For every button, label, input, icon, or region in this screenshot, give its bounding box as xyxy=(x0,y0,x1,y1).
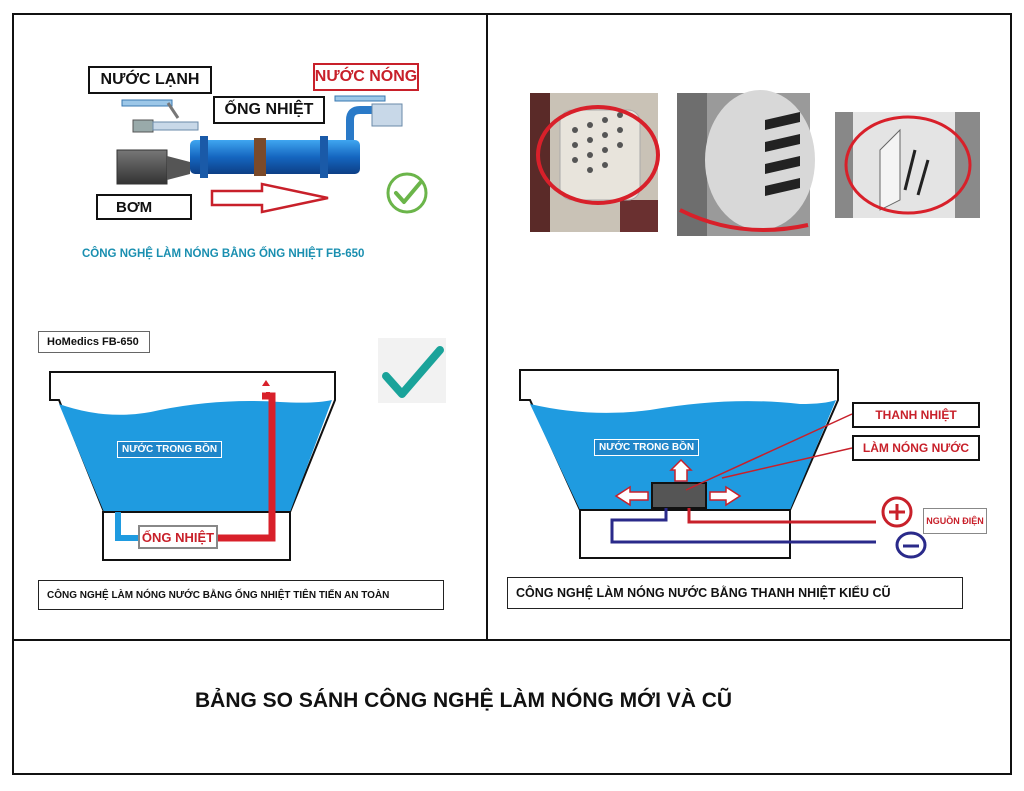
photo-perforated-element xyxy=(530,93,660,232)
cold-water-label: NƯỚC LẠNH xyxy=(88,66,212,94)
heat-pipe-tub-label: ỐNG NHIỆT xyxy=(138,525,218,549)
check-circle-icon xyxy=(386,172,428,214)
heating-bar-label: THANH NHIỆT xyxy=(852,402,980,428)
old-tech-caption: CÔNG NGHỆ LÀM NÓNG NƯỚC BẰNG THANH NHIỆT… xyxy=(507,577,963,609)
photo-slotted-element xyxy=(677,90,815,236)
check-mark-icon xyxy=(378,338,446,403)
pump-label: BƠM xyxy=(96,194,192,220)
heat-pipe-tech-caption: CÔNG NGHỆ LÀM NÓNG BẰNG ỐNG NHIỆT FB-650 xyxy=(82,248,365,260)
minus-icon xyxy=(895,531,927,559)
model-label: HoMedics FB-650 xyxy=(38,331,150,353)
photo-heating-element-closeup xyxy=(835,112,980,218)
tub-heating-bar-diagram xyxy=(519,369,876,559)
new-tech-caption: CÔNG NGHỆ LÀM NÓNG NƯỚC BẰNG ỐNG NHIỆT T… xyxy=(38,580,444,610)
comparison-title: BẢNG SO SÁNH CÔNG NGHỆ LÀM NÓNG MỚI VÀ C… xyxy=(195,689,733,712)
hot-water-label: NƯỚC NÓNG xyxy=(313,63,419,91)
tub-water-label-left: NƯỚC TRONG BỒN xyxy=(117,441,223,458)
power-source-label: NGUỒN ĐIỆN xyxy=(923,508,987,534)
heat-pipe-label: ỐNG NHIỆT xyxy=(213,96,325,124)
footer-frame xyxy=(12,639,1012,775)
heating-water-label: LÀM NÓNG NƯỚC xyxy=(852,435,980,461)
tub-water-label-right: NƯỚC TRONG BỒN xyxy=(594,439,700,456)
plus-icon xyxy=(881,496,913,528)
